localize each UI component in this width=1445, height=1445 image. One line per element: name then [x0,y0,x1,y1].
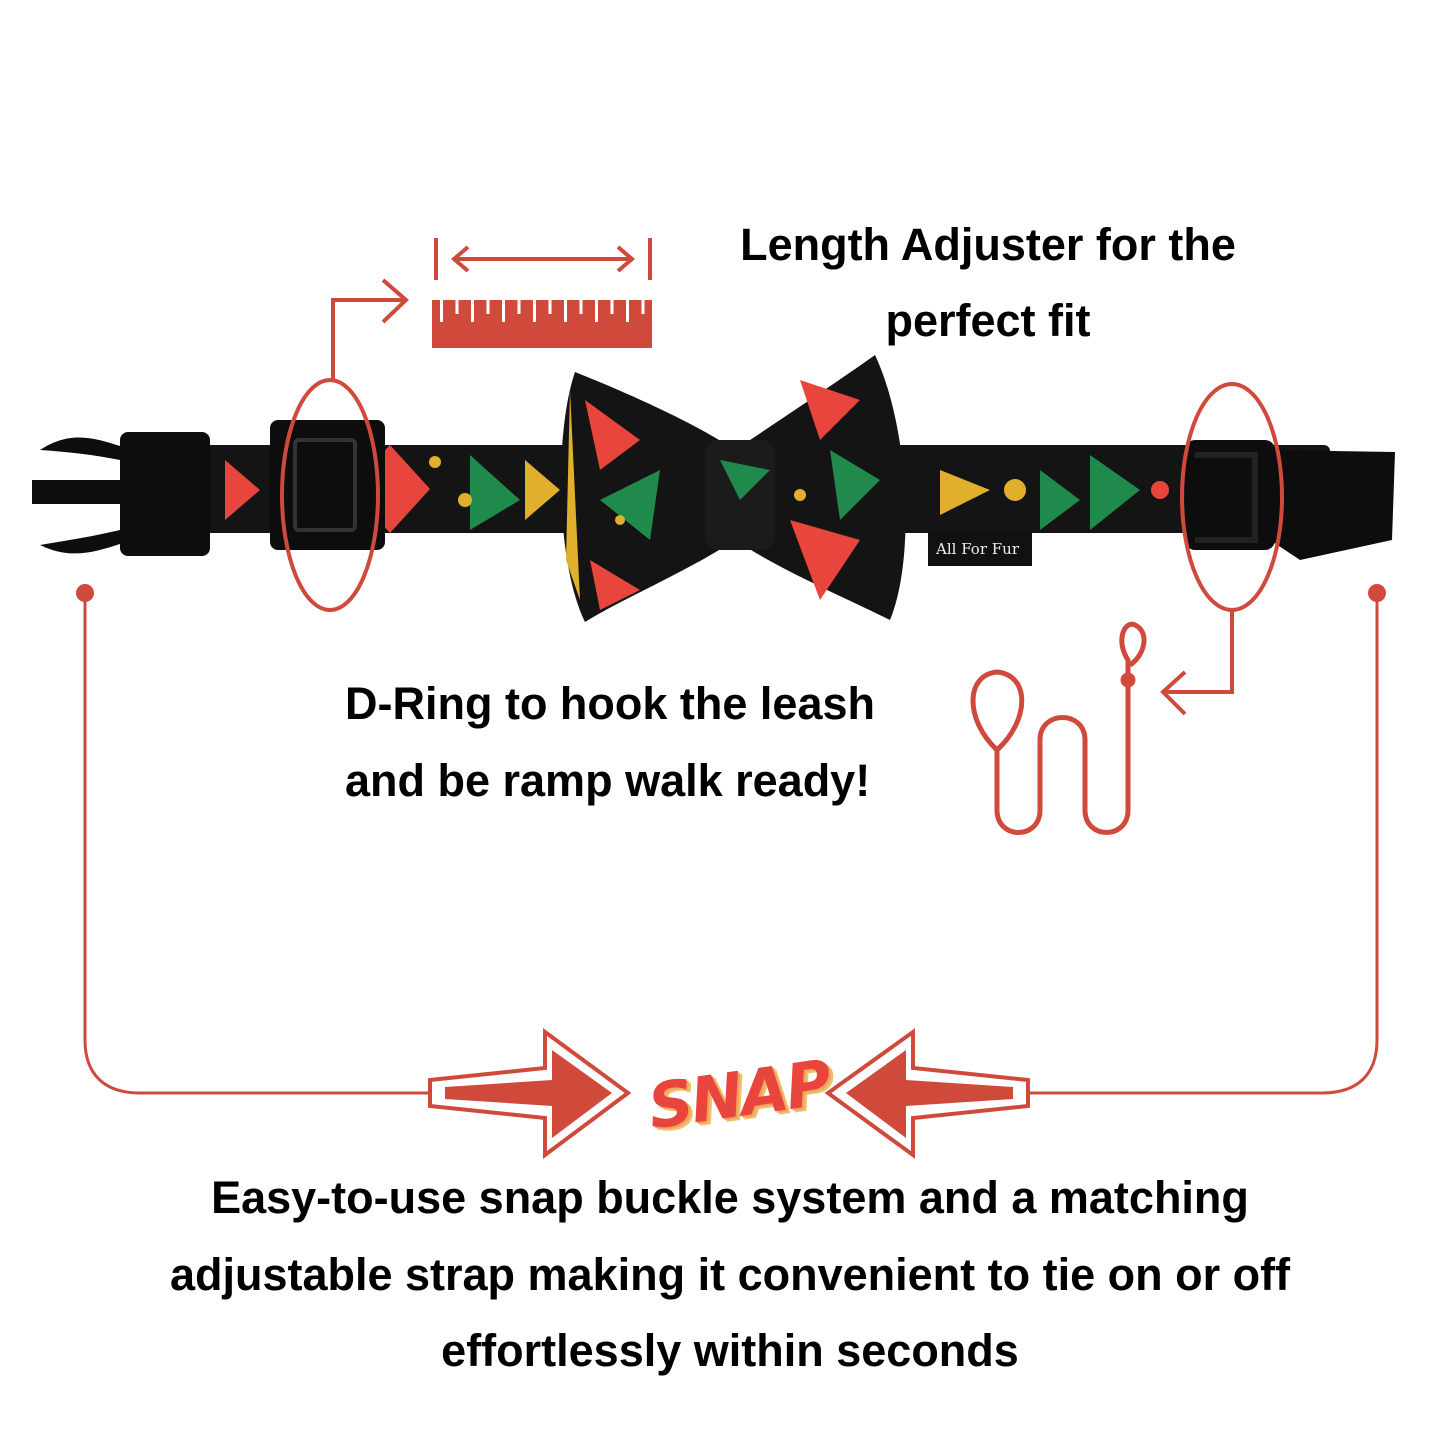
dring-caption-line2: and be ramp walk ready! [345,755,871,806]
dring-connector [1165,612,1234,694]
arrow-left-icon [1160,670,1187,716]
adjuster-caption-line1: Length Adjuster for the [740,219,1236,270]
bow-tie [561,355,906,622]
snap-connectors [76,584,1386,1095]
adjuster-highlight-oval [280,378,380,612]
ruler-icon [432,238,652,348]
buckle-caption-line3: effortlessly within seconds [441,1325,1019,1376]
brand-tag: All For Fur [928,532,1032,566]
snap-arrow-right-icon [428,1028,632,1159]
d-ring-icon [1195,452,1258,543]
leash-icon [970,621,1147,835]
buckle-male-icon [32,432,210,556]
adjuster-caption-line2: perfect fit [885,295,1091,346]
buckle-caption-line2: adjustable strap making it convenient to… [169,1249,1291,1300]
arrow-right-icon [381,278,409,324]
dring-caption-line1: D-Ring to hook the leash [345,678,876,729]
buckle-caption-line1: Easy-to-use snap buckle system and a mat… [211,1172,1249,1223]
adjuster-connector [331,298,405,380]
snap-arrow-left-icon [824,1028,1030,1159]
dring-highlight-oval [1180,382,1284,612]
